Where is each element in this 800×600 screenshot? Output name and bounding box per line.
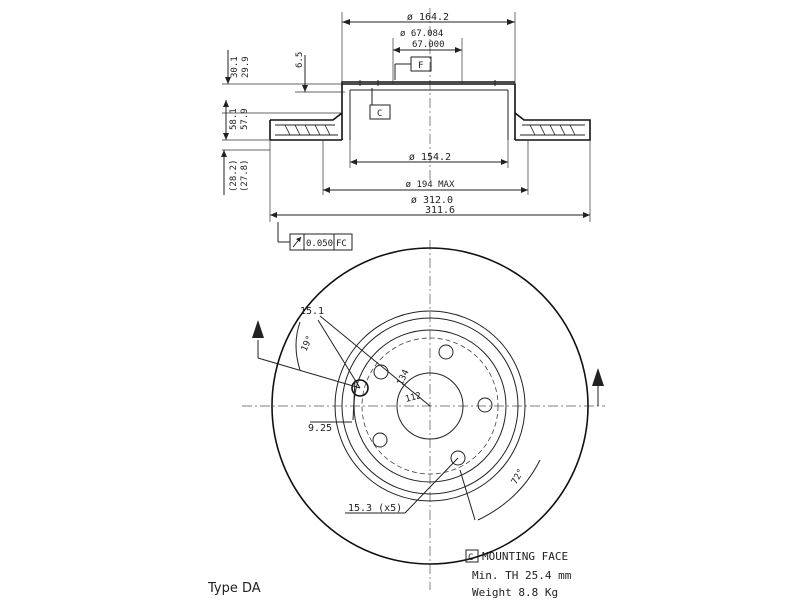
outer-rim bbox=[271, 247, 589, 565]
bolt-hole-count: 15.3 (x5) bbox=[348, 503, 402, 514]
mounting-face-mark: C bbox=[468, 553, 473, 563]
section-hatch bbox=[284, 124, 576, 136]
pcd-134: 134 bbox=[396, 368, 412, 387]
runout-arrow-icon bbox=[292, 236, 302, 248]
bolt-hole bbox=[438, 344, 454, 360]
pcd-112: 112 bbox=[404, 391, 422, 405]
mounting-face-box bbox=[465, 549, 479, 563]
mounting-face-label: MOUNTING FACE bbox=[482, 550, 568, 563]
locating-hole bbox=[351, 379, 369, 397]
section-view: ø 164.2 ø 67.084 67.000 F C 30.1 29.9 6.… bbox=[221, 8, 591, 251]
dim-312: ø 312.0 bbox=[411, 195, 453, 206]
bolt-holes bbox=[351, 344, 493, 466]
dim-28-2: (28.2) bbox=[229, 159, 239, 192]
dim-6-5: 6.5 bbox=[295, 52, 305, 68]
bolt-hole bbox=[373, 364, 389, 380]
arc-19 bbox=[295, 321, 301, 371]
center-bore bbox=[396, 372, 464, 440]
dim-164: ø 164.2 bbox=[407, 12, 449, 23]
hub-inner-outline bbox=[349, 89, 509, 140]
hat-inner-circle bbox=[341, 317, 519, 495]
datum-f: F bbox=[418, 61, 423, 71]
datum-c-box bbox=[369, 104, 391, 120]
tolerance-value: 0.050 bbox=[306, 239, 333, 249]
min-thickness: Min. TH 25.4 mm bbox=[472, 569, 572, 582]
datum-f-box bbox=[410, 56, 432, 72]
bolt-hole bbox=[450, 450, 466, 466]
bolt-hole bbox=[372, 432, 388, 448]
front-view: 15.1 19° 134 112 9.25 72° 15.3 (x5) bbox=[242, 240, 605, 590]
dim-194: ø 194 MAX bbox=[406, 180, 455, 190]
friction-ring-right bbox=[514, 112, 591, 141]
angle-19: 19° bbox=[300, 334, 316, 353]
dim-154: ø 154.2 bbox=[409, 152, 451, 163]
notes-block: C MOUNTING FACE Min. TH 25.4 mm Weight 8… bbox=[207, 549, 572, 599]
dim-27-8: (27.8) bbox=[240, 159, 250, 192]
bolt-hole bbox=[477, 397, 493, 413]
arrow-up-icon bbox=[252, 320, 264, 338]
dim-58-1: 58.1 bbox=[229, 108, 239, 130]
dim-9-25: 9.25 bbox=[308, 423, 332, 434]
dim-30-1: 30.1 bbox=[230, 56, 240, 78]
dim-57-9: 57.9 bbox=[240, 108, 250, 130]
arc-72 bbox=[477, 459, 541, 521]
runout-tolerance-frame bbox=[289, 233, 353, 251]
pcd-circle bbox=[361, 337, 499, 475]
dim-311: 311.6 bbox=[425, 205, 455, 216]
dim-29-9: 29.9 bbox=[241, 56, 251, 78]
dim-67-upper: ø 67.084 bbox=[400, 29, 443, 39]
tolerance-reference: FC bbox=[336, 239, 347, 249]
dim-67-lower: 67.000 bbox=[412, 40, 445, 50]
friction-ring-left bbox=[269, 112, 343, 141]
hat-outer-circle bbox=[334, 310, 526, 502]
datum-c: C bbox=[377, 109, 382, 119]
angle-72: 72° bbox=[510, 467, 527, 486]
type-label: Type DA bbox=[207, 581, 261, 596]
dim-15-1: 15.1 bbox=[300, 306, 324, 317]
weight: Weight 8.8 Kg bbox=[472, 586, 558, 599]
hub-outline bbox=[341, 81, 516, 140]
arrow-up-icon bbox=[592, 368, 604, 386]
